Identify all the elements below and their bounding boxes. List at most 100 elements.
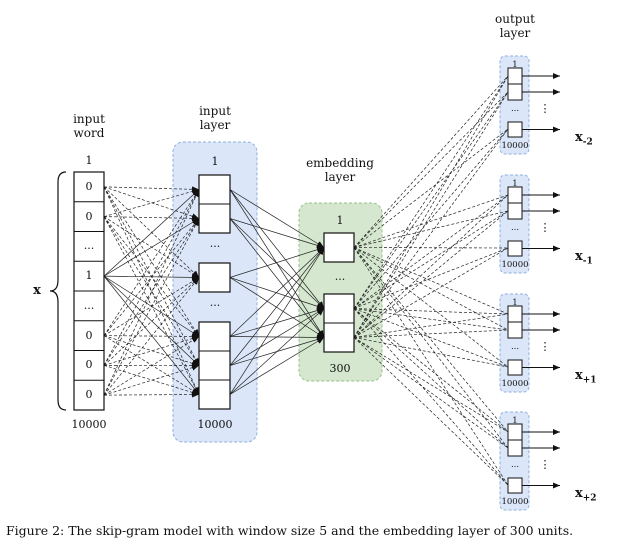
edge-hidden-to-embedding	[229, 247, 325, 395]
edge-input-to-hidden	[103, 186, 200, 220]
edge-input-to-hidden	[103, 186, 200, 278]
edge-input-to-hidden	[103, 218, 200, 366]
input-word-bottom-index: 10000	[71, 418, 107, 431]
edge-input-to-hidden	[103, 189, 200, 396]
input-layer-bottom-index: 10000	[197, 418, 233, 431]
output-node	[507, 240, 523, 257]
edge-input-to-hidden	[103, 275, 200, 366]
edge-embedding-to-output	[353, 128, 509, 248]
output-x-label: x+2	[575, 486, 597, 504]
input-word-cell: 0	[85, 358, 93, 372]
edge-input-to-hidden	[103, 188, 200, 217]
edge-embedding-to-output	[353, 91, 509, 338]
edge-input-to-hidden	[103, 186, 200, 395]
edge-embedding-to-output	[353, 91, 509, 248]
edge-hidden-to-embedding	[229, 218, 325, 249]
output-node	[507, 359, 523, 376]
edge-embedding-to-output	[353, 247, 509, 309]
edge-embedding-to-output	[353, 247, 509, 486]
output-x-subscript: +1	[582, 375, 597, 386]
edge-embedding-to-output	[353, 308, 509, 486]
edge-embedding-to-output	[353, 337, 509, 368]
edge-input-to-hidden	[103, 277, 200, 396]
edge-embedding-to-output	[353, 308, 509, 368]
input-x-label: x	[33, 283, 41, 298]
edge-embedding-to-output	[353, 308, 509, 331]
edge-embedding-to-output	[353, 75, 509, 309]
input-layer-node-group	[198, 262, 231, 293]
edge-embedding-to-output	[353, 128, 509, 309]
input-word-cell: 0	[85, 388, 93, 402]
output-arrow-ellipsis: ⋮	[539, 221, 551, 234]
output-x-subscript: -2	[582, 137, 593, 148]
edge-input-to-hidden	[103, 335, 200, 395]
edge-embedding-to-output	[353, 337, 509, 486]
edge-input-to-hidden	[103, 215, 200, 222]
input-layer-node-group	[198, 321, 231, 410]
edge-hidden-to-embedding	[229, 277, 325, 310]
embedding-layer-bottom-index: 300	[329, 362, 351, 375]
edge-input-to-hidden	[103, 277, 200, 366]
edge-embedding-to-output	[353, 247, 509, 315]
output-node	[507, 477, 523, 494]
edge-hidden-to-embedding	[229, 277, 325, 338]
output-arrow-ellipsis: ⋮	[539, 458, 551, 471]
edge-embedding-to-output	[353, 91, 509, 309]
edge-input-to-hidden	[103, 216, 200, 395]
edge-input-to-hidden	[103, 189, 200, 336]
edge-embedding-to-output	[353, 210, 509, 248]
input-word-cell: 0	[85, 179, 93, 193]
edge-embedding-to-output	[353, 210, 509, 309]
input-layer-ellipsis-2: ...	[209, 296, 221, 309]
output-x-symbol: x	[575, 368, 583, 383]
edge-hidden-to-embedding	[229, 189, 325, 309]
edge-input-to-hidden	[103, 218, 200, 396]
output-bottom-index: 10000	[501, 497, 529, 507]
edge-input-to-hidden	[103, 218, 200, 277]
output-x-symbol: x	[575, 486, 583, 501]
output-bottom-index: 10000	[501, 260, 529, 270]
edge-embedding-to-output	[353, 337, 509, 433]
input-word-cell: 1	[85, 269, 93, 283]
edge-embedding-to-output	[353, 247, 509, 449]
input-layer-title: input layer	[199, 104, 231, 132]
output-arrow-ellipsis: ⋮	[539, 340, 551, 353]
edge-embedding-to-output	[353, 247, 509, 331]
edge-embedding-to-output	[353, 194, 509, 248]
edge-embedding-to-output	[353, 75, 509, 248]
edge-hidden-to-embedding	[229, 247, 325, 366]
edge-hidden-to-embedding	[229, 307, 325, 337]
edge-input-to-hidden	[103, 186, 200, 193]
output-ellipsis: ...	[510, 342, 520, 352]
output-node	[507, 121, 523, 138]
output-x-symbol: x	[575, 249, 583, 264]
edge-input-to-hidden	[103, 189, 200, 366]
embedding-layer-top-index: 1	[336, 214, 344, 227]
edge-embedding-to-output	[353, 247, 509, 249]
embedding-layer-ellipsis: ...	[334, 270, 346, 283]
output-layer-title: output layer	[494, 12, 535, 40]
edge-embedding-to-output	[353, 247, 509, 433]
edge-hidden-to-embedding	[229, 218, 325, 309]
output-top-index: 1	[512, 298, 518, 308]
output-x-symbol: x	[575, 130, 583, 145]
output-x-subscript: +2	[582, 493, 597, 504]
edge-hidden-to-embedding	[229, 246, 325, 278]
connection-lines	[103, 75, 509, 486]
edge-hidden-to-embedding	[229, 189, 325, 248]
input-word-cell: 0	[85, 328, 93, 342]
embedding-node-group	[323, 232, 355, 263]
output-top-index: 1	[512, 416, 518, 426]
output-bottom-index: 10000	[501, 379, 529, 389]
output-bottom-index: 10000	[501, 141, 529, 151]
edge-input-to-hidden	[103, 216, 200, 366]
output-top-index: 1	[512, 179, 518, 189]
edge-input-to-hidden	[103, 336, 200, 396]
input-word-cell: 0	[85, 209, 93, 223]
edge-hidden-to-embedding	[229, 247, 325, 337]
embedding-layer-box	[298, 202, 383, 382]
edge-input-to-hidden	[103, 364, 200, 396]
edge-input-to-hidden	[103, 189, 200, 277]
edge-embedding-to-output	[353, 329, 509, 338]
